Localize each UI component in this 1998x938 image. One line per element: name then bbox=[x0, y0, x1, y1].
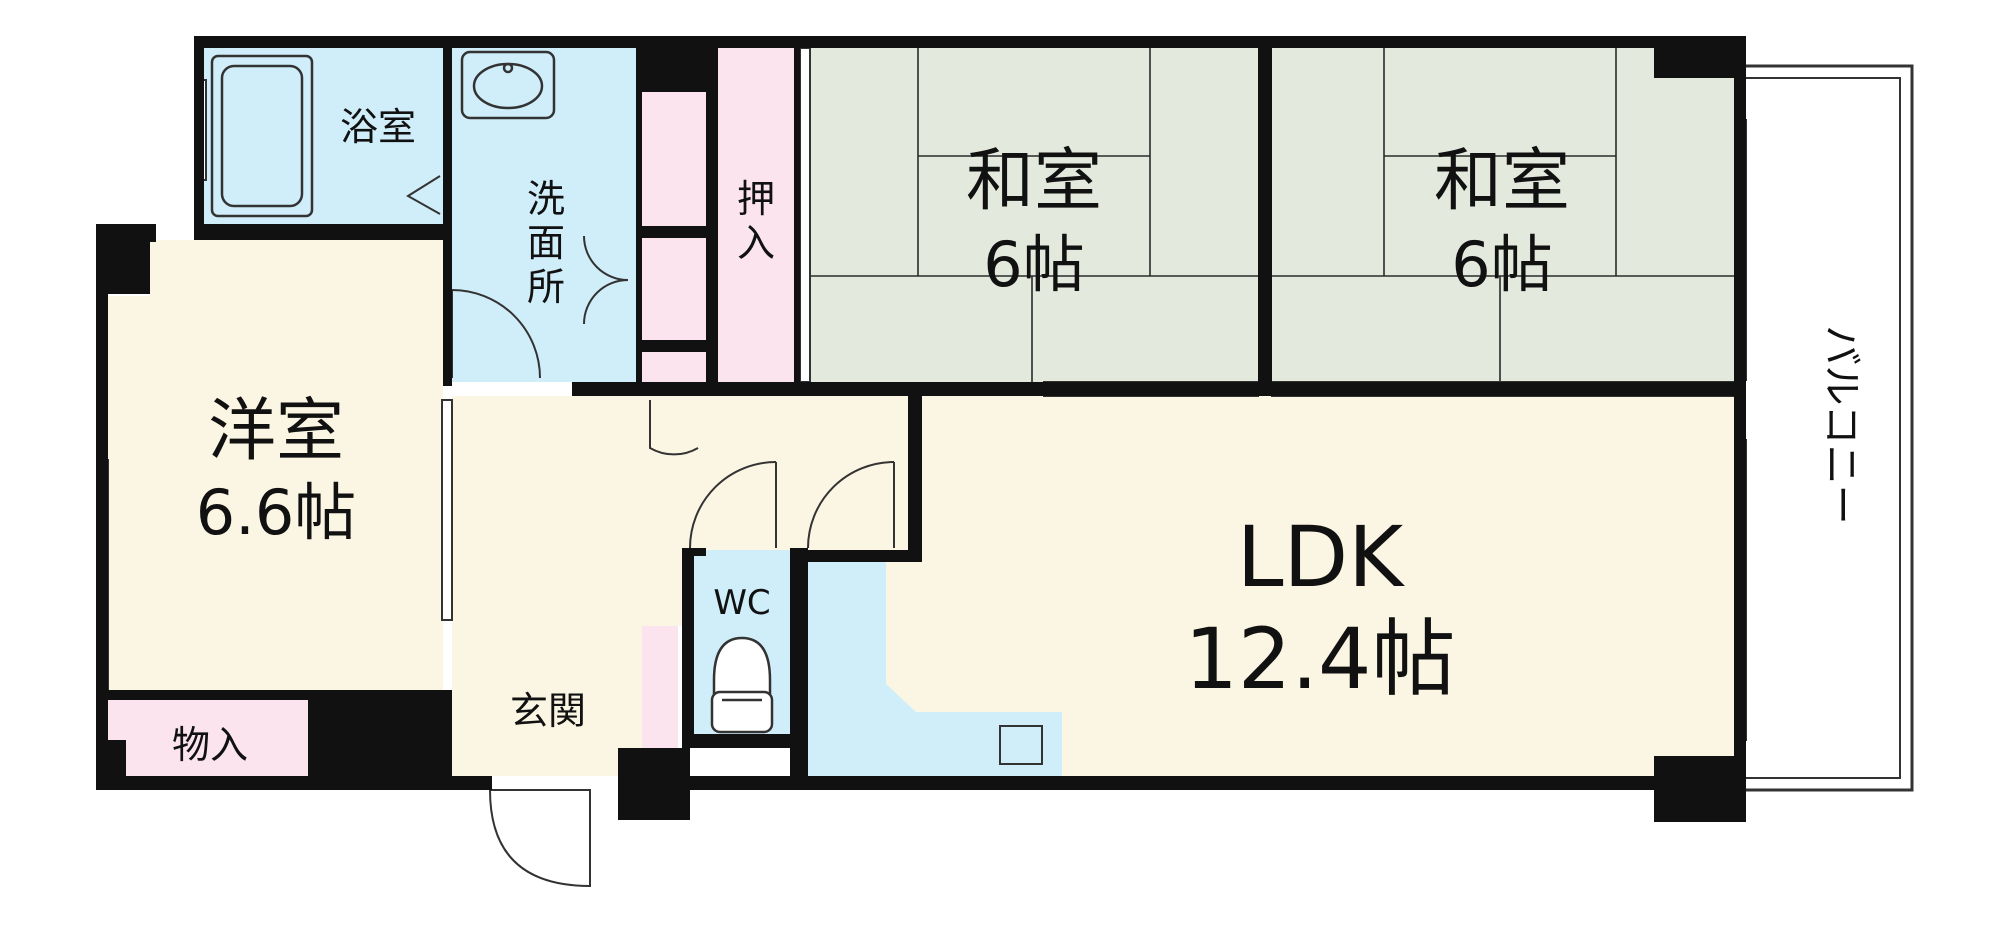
genkan-storage bbox=[642, 626, 678, 748]
washitsu-1-floor bbox=[800, 48, 1258, 382]
oshiire-label-text: 押入 bbox=[737, 177, 775, 265]
washitsu-1-size: 6帖 bbox=[983, 228, 1084, 301]
washroom-label-text: 洗面所 bbox=[527, 177, 565, 309]
ldk-label: LDK bbox=[1237, 508, 1405, 606]
balcony bbox=[1735, 64, 1914, 792]
hall-storage bbox=[640, 352, 706, 386]
genkan-label: 玄関 bbox=[510, 689, 586, 733]
bathtub-icon bbox=[210, 54, 314, 218]
ldk-floor bbox=[808, 396, 1734, 776]
youshitsu-label: 洋室 bbox=[208, 392, 344, 471]
balcony-label-text: バルコニー bbox=[1818, 325, 1864, 524]
monoire-label: 物入 bbox=[172, 723, 248, 767]
wc-label: WC bbox=[713, 583, 770, 623]
tatami-lines-2 bbox=[1272, 48, 1734, 382]
washbasin-icon bbox=[460, 50, 556, 120]
walls bbox=[96, 36, 1746, 822]
monoire-floor bbox=[108, 700, 308, 776]
washroom-floor bbox=[452, 48, 636, 382]
bath-door-icon bbox=[406, 175, 441, 215]
youshitsu-size: 6.6帖 bbox=[196, 476, 357, 549]
washitsu-2-label: 和室 bbox=[1434, 142, 1570, 221]
balcony-label: バルコニー bbox=[1818, 325, 1864, 524]
tatami-lines-1 bbox=[800, 48, 1258, 382]
washitsu-2-floor bbox=[1272, 48, 1734, 382]
ldk-size: 12.4帖 bbox=[1184, 610, 1455, 708]
washroom-label: 洗面所 bbox=[527, 177, 565, 309]
toilet-icon bbox=[710, 636, 774, 734]
oshiire-label: 押入 bbox=[737, 177, 775, 265]
kitchen-counter bbox=[808, 560, 1062, 776]
bath-floor bbox=[200, 48, 443, 224]
genkan-floor bbox=[452, 626, 642, 776]
oshiire-floor bbox=[718, 48, 794, 382]
washitsu-1-label: 和室 bbox=[966, 142, 1102, 221]
bath-label: 浴室 bbox=[340, 105, 416, 149]
washitsu-2-size: 6帖 bbox=[1451, 228, 1552, 301]
youshitsu-floor bbox=[108, 240, 443, 692]
sink-icon bbox=[999, 725, 1043, 765]
